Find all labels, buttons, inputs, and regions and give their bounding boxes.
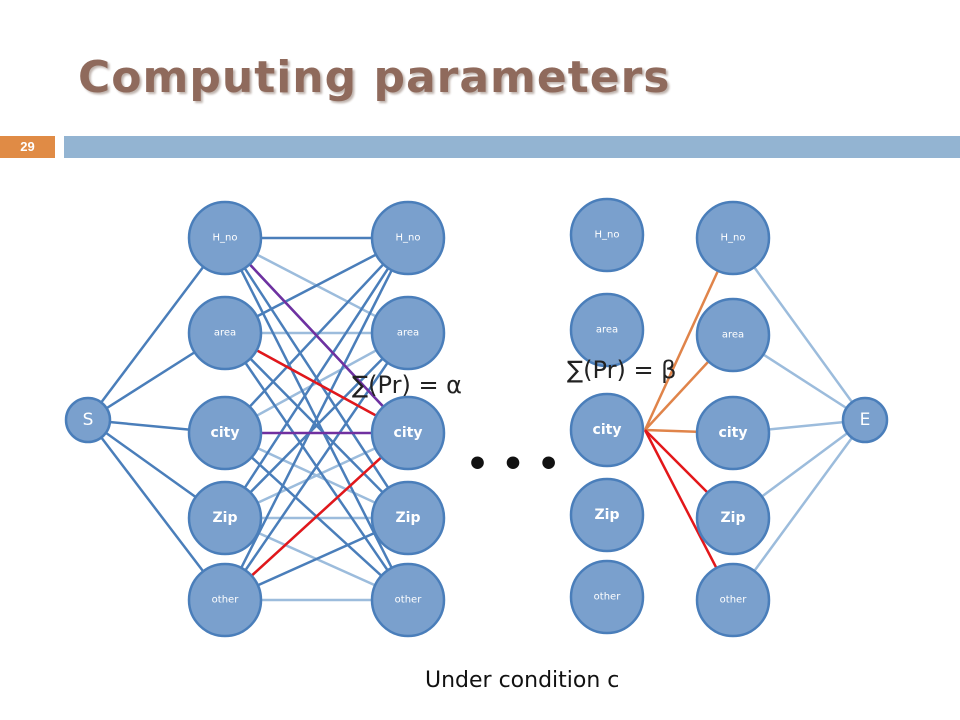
- title-underline-bar: [64, 136, 960, 158]
- node-layer3-zip-circle: [569, 477, 645, 553]
- caption: Under condition c: [425, 668, 620, 693]
- node-layer1-zip-label: Zip: [213, 510, 238, 526]
- node-start-label: S: [83, 410, 94, 430]
- node-end-circle: [841, 396, 889, 444]
- node-layer3-city-label: city: [593, 422, 622, 438]
- node-layer2-zip: Zip: [370, 480, 446, 556]
- node-layer4-city: city: [695, 395, 771, 471]
- edge-mid-dark: [224, 332, 409, 519]
- node-layer2-area: area: [370, 295, 446, 371]
- node-layer2-area-circle: [370, 295, 446, 371]
- node-layer4-other: other: [695, 562, 771, 638]
- node-layer1-h_no: H_no: [187, 200, 263, 276]
- node-layer2-area-label: area: [397, 328, 419, 339]
- formula-beta: ∑(Pr) = β: [567, 356, 677, 384]
- edge-mid-dark: [223, 332, 410, 601]
- node-layer3-zip-label: Zip: [595, 507, 620, 523]
- node-layer4-city-label: city: [719, 425, 748, 441]
- page-number-badge: 29: [0, 136, 55, 158]
- node-layer1-area: area: [187, 295, 263, 371]
- node-layer3-city-circle: [569, 392, 645, 468]
- node-layer3-h_no-label: H_no: [595, 230, 620, 241]
- ellipsis: • • •: [466, 444, 560, 485]
- node-layer4-other-circle: [695, 562, 771, 638]
- node-layer3-other-circle: [569, 559, 645, 635]
- node-layer2-zip-label: Zip: [396, 510, 421, 526]
- node-layer1-other-circle: [187, 562, 263, 638]
- edge-mid-dark: [223, 237, 410, 601]
- node-start-circle: [64, 396, 112, 444]
- node-layer2-other: other: [370, 562, 446, 638]
- node-layer3-area-label: area: [596, 325, 618, 336]
- node-layer4-zip: Zip: [695, 480, 771, 556]
- node-layer3-area-circle: [569, 292, 645, 368]
- node-layer1-other-label: other: [212, 595, 240, 606]
- node-layer4-zip-circle: [695, 480, 771, 556]
- edge-s-to-other: [87, 419, 226, 601]
- node-layer3-zip: Zip: [569, 477, 645, 553]
- slide-title: Computing parameters: [78, 52, 671, 103]
- edge-mid-purple: [224, 237, 409, 434]
- node-layer4-h_no: H_no: [695, 200, 771, 276]
- node-layer3-city: city: [569, 392, 645, 468]
- node-layer4-h_no-circle: [695, 200, 771, 276]
- node-layer1-area-label: area: [214, 328, 236, 339]
- node-layer1-city: city: [187, 395, 263, 471]
- edge-h_no-to-e: [731, 237, 867, 421]
- edge-mid-red: [224, 432, 409, 601]
- node-layer2-city-circle: [370, 395, 446, 471]
- node-layer3-other: other: [569, 559, 645, 635]
- node-layer2-zip-circle: [370, 480, 446, 556]
- node-layer1-h_no-label: H_no: [213, 233, 238, 244]
- edge-mid-dark: [223, 237, 410, 519]
- node-end: E: [841, 396, 889, 444]
- node-layer2-h_no-label: H_no: [396, 233, 421, 244]
- node-layer3-h_no-circle: [569, 197, 645, 273]
- node-layer1-other: other: [187, 562, 263, 638]
- node-layer2-h_no-circle: [370, 200, 446, 276]
- node-layer2-city-label: city: [394, 425, 423, 441]
- node-layer1-city-label: city: [211, 425, 240, 441]
- node-layer4-area-circle: [695, 297, 771, 373]
- node-layer3-other-label: other: [594, 592, 622, 603]
- node-layer1-zip: Zip: [187, 480, 263, 556]
- node-layer4-other-label: other: [720, 595, 748, 606]
- formula-alpha: ∑(Pr) = α: [352, 371, 462, 399]
- node-layer1-area-circle: [187, 295, 263, 371]
- node-layer1-city-circle: [187, 395, 263, 471]
- node-layer2-city: city: [370, 395, 446, 471]
- node-layer1-h_no-circle: [187, 200, 263, 276]
- node-layer4-zip-label: Zip: [721, 510, 746, 526]
- node-layer4-area: area: [695, 297, 771, 373]
- node-layer2-h_no: H_no: [370, 200, 446, 276]
- edge-s-to-h_no: [87, 237, 226, 421]
- node-layer1-zip-circle: [187, 480, 263, 556]
- node-layer2-other-circle: [370, 562, 446, 638]
- node-end-label: E: [860, 410, 871, 430]
- node-start: S: [64, 396, 112, 444]
- node-layer4-city-circle: [695, 395, 771, 471]
- node-layer3-area: area: [569, 292, 645, 368]
- node-layer2-other-label: other: [395, 595, 423, 606]
- node-layer4-h_no-label: H_no: [721, 233, 746, 244]
- node-layer3-h_no: H_no: [569, 197, 645, 273]
- node-layer4-area-label: area: [722, 330, 744, 341]
